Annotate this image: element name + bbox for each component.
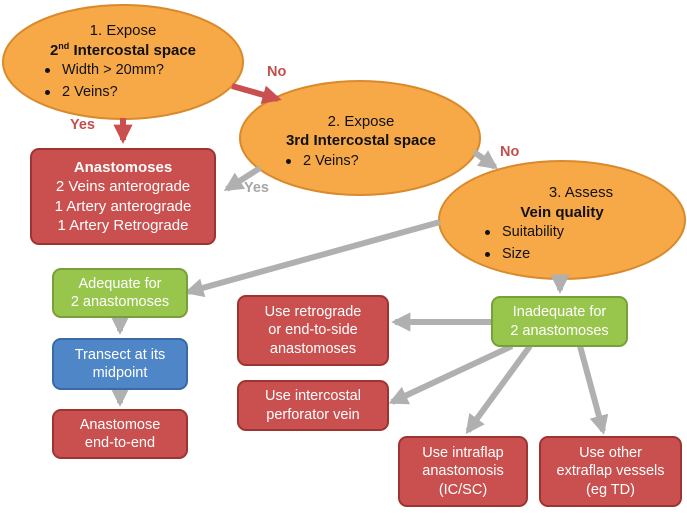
intraflap-line: Use intraflap <box>422 445 504 462</box>
inadequate-line: Inadequate for <box>512 304 607 321</box>
step2-subtitle: 3rd Intercostal space <box>285 132 437 150</box>
anastomoses-line: 1 Artery Retrograde <box>57 217 189 234</box>
intercostal-line: Use intercostal <box>265 388 361 405</box>
retrograde-box: Use retrograde or end-to-side anastomose… <box>237 295 389 366</box>
arrow-inadequate-intercostal <box>388 343 514 405</box>
anastomoses-line: 2 Veins anterograde <box>55 178 191 195</box>
transect-line: Transect at its <box>74 346 166 363</box>
extraflap-line: Use other <box>579 445 642 462</box>
label-yes-step2: Yes <box>244 180 269 196</box>
step1-bullet: Width > 20mm? <box>45 60 164 81</box>
inadequate-line: 2 anastomoses <box>510 322 609 339</box>
label-no-step1: No <box>267 64 287 80</box>
adequate-line: 2 anastomoses <box>70 294 170 310</box>
transect-line: midpoint <box>92 365 148 381</box>
retrograde-line: or end-to-side <box>268 322 358 339</box>
anastomoses-title: Anastomoses <box>73 158 173 176</box>
end-to-end-line: Anastomose <box>79 416 161 433</box>
label-no-step2: No <box>500 144 520 160</box>
step1-subtitle-rest: Intercostal space <box>69 41 197 59</box>
transect-box: Transect at its midpoint <box>52 338 188 390</box>
intraflap-line: anastomosis <box>422 463 504 480</box>
extraflap-box: Use other extraflap vessels (eg TD) <box>539 436 682 507</box>
step2-bullet: 2 Veins? <box>286 151 359 172</box>
oval-step1: 1. Expose 2nd Intercostal space Width > … <box>12 14 234 110</box>
anastomoses-box: Anastomoses 2 Veins anterograde 1 Artery… <box>30 148 216 245</box>
oval-step2-shape <box>239 80 481 196</box>
intercostal-line: perforator vein <box>266 406 360 423</box>
extraflap-line: (eg TD) <box>586 481 635 498</box>
oval-step3: 3. Assess Vein quality Suitability Size <box>455 176 677 272</box>
step1-title: 1. Expose <box>89 22 157 40</box>
end-to-end-line: end-to-end <box>84 435 156 451</box>
step3-bullet: Suitability <box>485 222 564 243</box>
arrow-step1-no <box>231 83 282 105</box>
arrow-inadequate-intraflap <box>465 344 533 435</box>
arrow-inadequate-extraflap <box>577 345 609 435</box>
adequate-box: Adequate for 2 anastomoses <box>52 268 188 318</box>
label-yes-step1: Yes <box>70 117 95 133</box>
step3-title: 3. Assess <box>548 184 614 202</box>
arrow-step3-adequate <box>184 219 441 298</box>
inadequate-box: Inadequate for 2 anastomoses <box>491 296 628 347</box>
step3-bullet: Size <box>485 244 564 265</box>
step1-subtitle-ordinal: 2 <box>49 41 59 59</box>
intraflap-box: Use intraflap anastomosis (IC/SC) <box>398 436 528 507</box>
end-to-end-box: Anastomose end-to-end <box>52 409 188 459</box>
step1-subtitle: 2nd Intercostal space <box>50 41 196 61</box>
anastomoses-line: 1 Artery anterograde <box>54 197 192 215</box>
extraflap-line: extraflap vessels <box>556 463 665 480</box>
step3-subtitle: Vein quality <box>520 203 604 221</box>
step1-bullet: 2 Veins? <box>45 82 164 103</box>
retrograde-line: Use retrograde <box>264 304 362 321</box>
intraflap-line: (IC/SC) <box>438 481 488 498</box>
arrow-step2-yes <box>223 165 262 192</box>
retrograde-line: anastomoses <box>269 340 357 357</box>
arrow-step2-no <box>472 149 499 170</box>
oval-step2: 2. Expose 3rd Intercostal space 2 Veins? <box>250 106 472 178</box>
step2-title: 2. Expose <box>327 112 395 130</box>
adequate-line: Adequate for <box>78 275 162 292</box>
step1-subtitle-suffix: nd <box>58 40 70 51</box>
intercostal-box: Use intercostal perforator vein <box>237 380 389 431</box>
